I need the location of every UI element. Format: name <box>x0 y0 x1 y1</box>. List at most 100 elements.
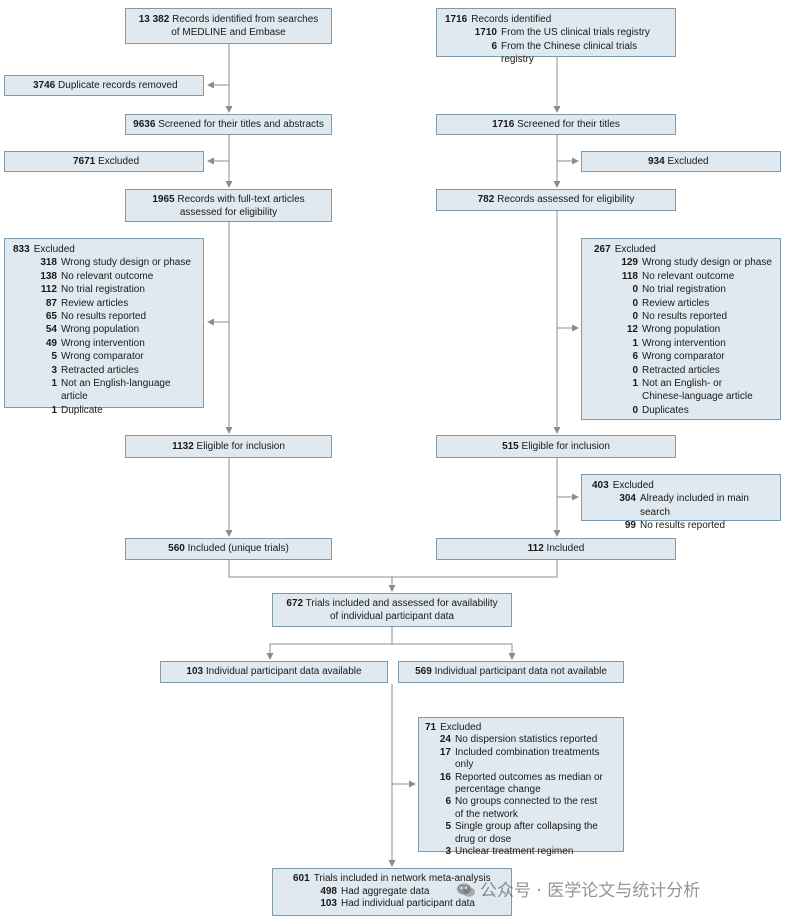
merged-excluded-text: Excluded <box>440 722 482 733</box>
ipd-not-available-count: 569 <box>415 666 432 677</box>
left-eligible-count: 1132 <box>172 441 194 452</box>
left-screened-count: 9636 <box>133 119 156 130</box>
left-excluded1-count: 7671 <box>73 156 96 167</box>
right-excluded2-text: Excluded <box>614 244 656 255</box>
right-excluded1-count: 934 <box>648 156 665 167</box>
left-included-text: Included (unique trials) <box>187 543 289 554</box>
right-excluded3-text: Excluded <box>612 480 654 491</box>
left-identified-text: Records identified from searches of MEDL… <box>171 14 319 39</box>
split-line <box>269 643 513 657</box>
right-included-text: Included <box>546 543 585 554</box>
final-text: Trials included in network meta-analysis <box>313 873 491 884</box>
ipd-available-count: 103 <box>186 666 204 677</box>
merged-trials-count: 672 <box>286 598 304 609</box>
right-identified-text: Records identified <box>471 14 552 25</box>
merged-trials-box: 672 Trials included and assessed for ava… <box>272 593 512 627</box>
right-eligible-count: 515 <box>502 441 519 452</box>
final-count: 601 <box>293 873 310 884</box>
right-excluded3-count: 403 <box>592 480 609 491</box>
left-fulltext-text: Records with full-text articles assessed… <box>177 194 305 219</box>
right-excluded2-count: 267 <box>594 244 611 255</box>
merged-excluded-count: 71 <box>425 722 437 733</box>
left-excluded2-text: Excluded <box>33 244 75 255</box>
right-eligible-box: 515 Eligible for inclusion <box>436 435 676 458</box>
ipd-available-text: Individual participant data available <box>205 666 362 677</box>
left-identified-box: 13 382 Records identified from searches … <box>125 8 332 44</box>
left-duplicates-text: Duplicate records removed <box>58 80 178 91</box>
left-excluded1-box: 7671 Excluded <box>4 151 204 172</box>
right-included-box: 112 Included <box>436 538 676 560</box>
left-excluded1-text: Excluded <box>98 156 140 167</box>
right-excluded1-text: Excluded <box>667 156 709 167</box>
left-screened-text: Screened for their titles and abstracts <box>158 119 324 130</box>
merged-trials-text: Trials included and assessed for availab… <box>305 598 498 623</box>
right-identified-count: 1716 <box>445 14 468 25</box>
left-fulltext-box: 1965 Records with full-text articles ass… <box>125 189 332 222</box>
left-fulltext-count: 1965 <box>152 194 175 205</box>
left-included-count: 560 <box>168 543 185 554</box>
ipd-not-available-text: Individual participant data not availabl… <box>434 666 607 677</box>
left-eligible-text: Eligible for inclusion <box>196 441 285 452</box>
right-excluded1-box: 934 Excluded <box>581 151 781 172</box>
left-duplicates-count: 3746 <box>33 80 56 91</box>
wechat-icon <box>457 883 475 897</box>
right-screened-box: 1716 Screened for their titles <box>436 114 676 135</box>
watermark: 公众号 · 医学论文与统计分析 <box>456 876 700 901</box>
left-included-box: 560 Included (unique trials) <box>125 538 332 560</box>
left-eligible-box: 1132 Eligible for inclusion <box>125 435 332 458</box>
left-duplicates-box: 3746 Duplicate records removed <box>4 75 204 96</box>
left-excluded2-count: 833 <box>13 244 30 255</box>
right-assessed-count: 782 <box>477 194 495 205</box>
left-screened-box: 9636 Screened for their titles and abstr… <box>125 114 332 135</box>
ipd-available-box: 103 Individual participant data availabl… <box>160 661 388 683</box>
merge-line <box>228 560 558 578</box>
right-screened-count: 1716 <box>492 119 515 130</box>
right-screened-text: Screened for their titles <box>517 119 620 130</box>
right-assessed-box: 782 Records assessed for eligibility <box>436 189 676 211</box>
right-included-count: 112 <box>527 543 544 554</box>
left-identified-count: 13 382 <box>138 14 170 25</box>
watermark-text: 公众号 · 医学论文与统计分析 <box>480 881 701 901</box>
right-eligible-text: Eligible for inclusion <box>521 441 610 452</box>
ipd-not-available-box: 569 Individual participant data not avai… <box>398 661 624 683</box>
